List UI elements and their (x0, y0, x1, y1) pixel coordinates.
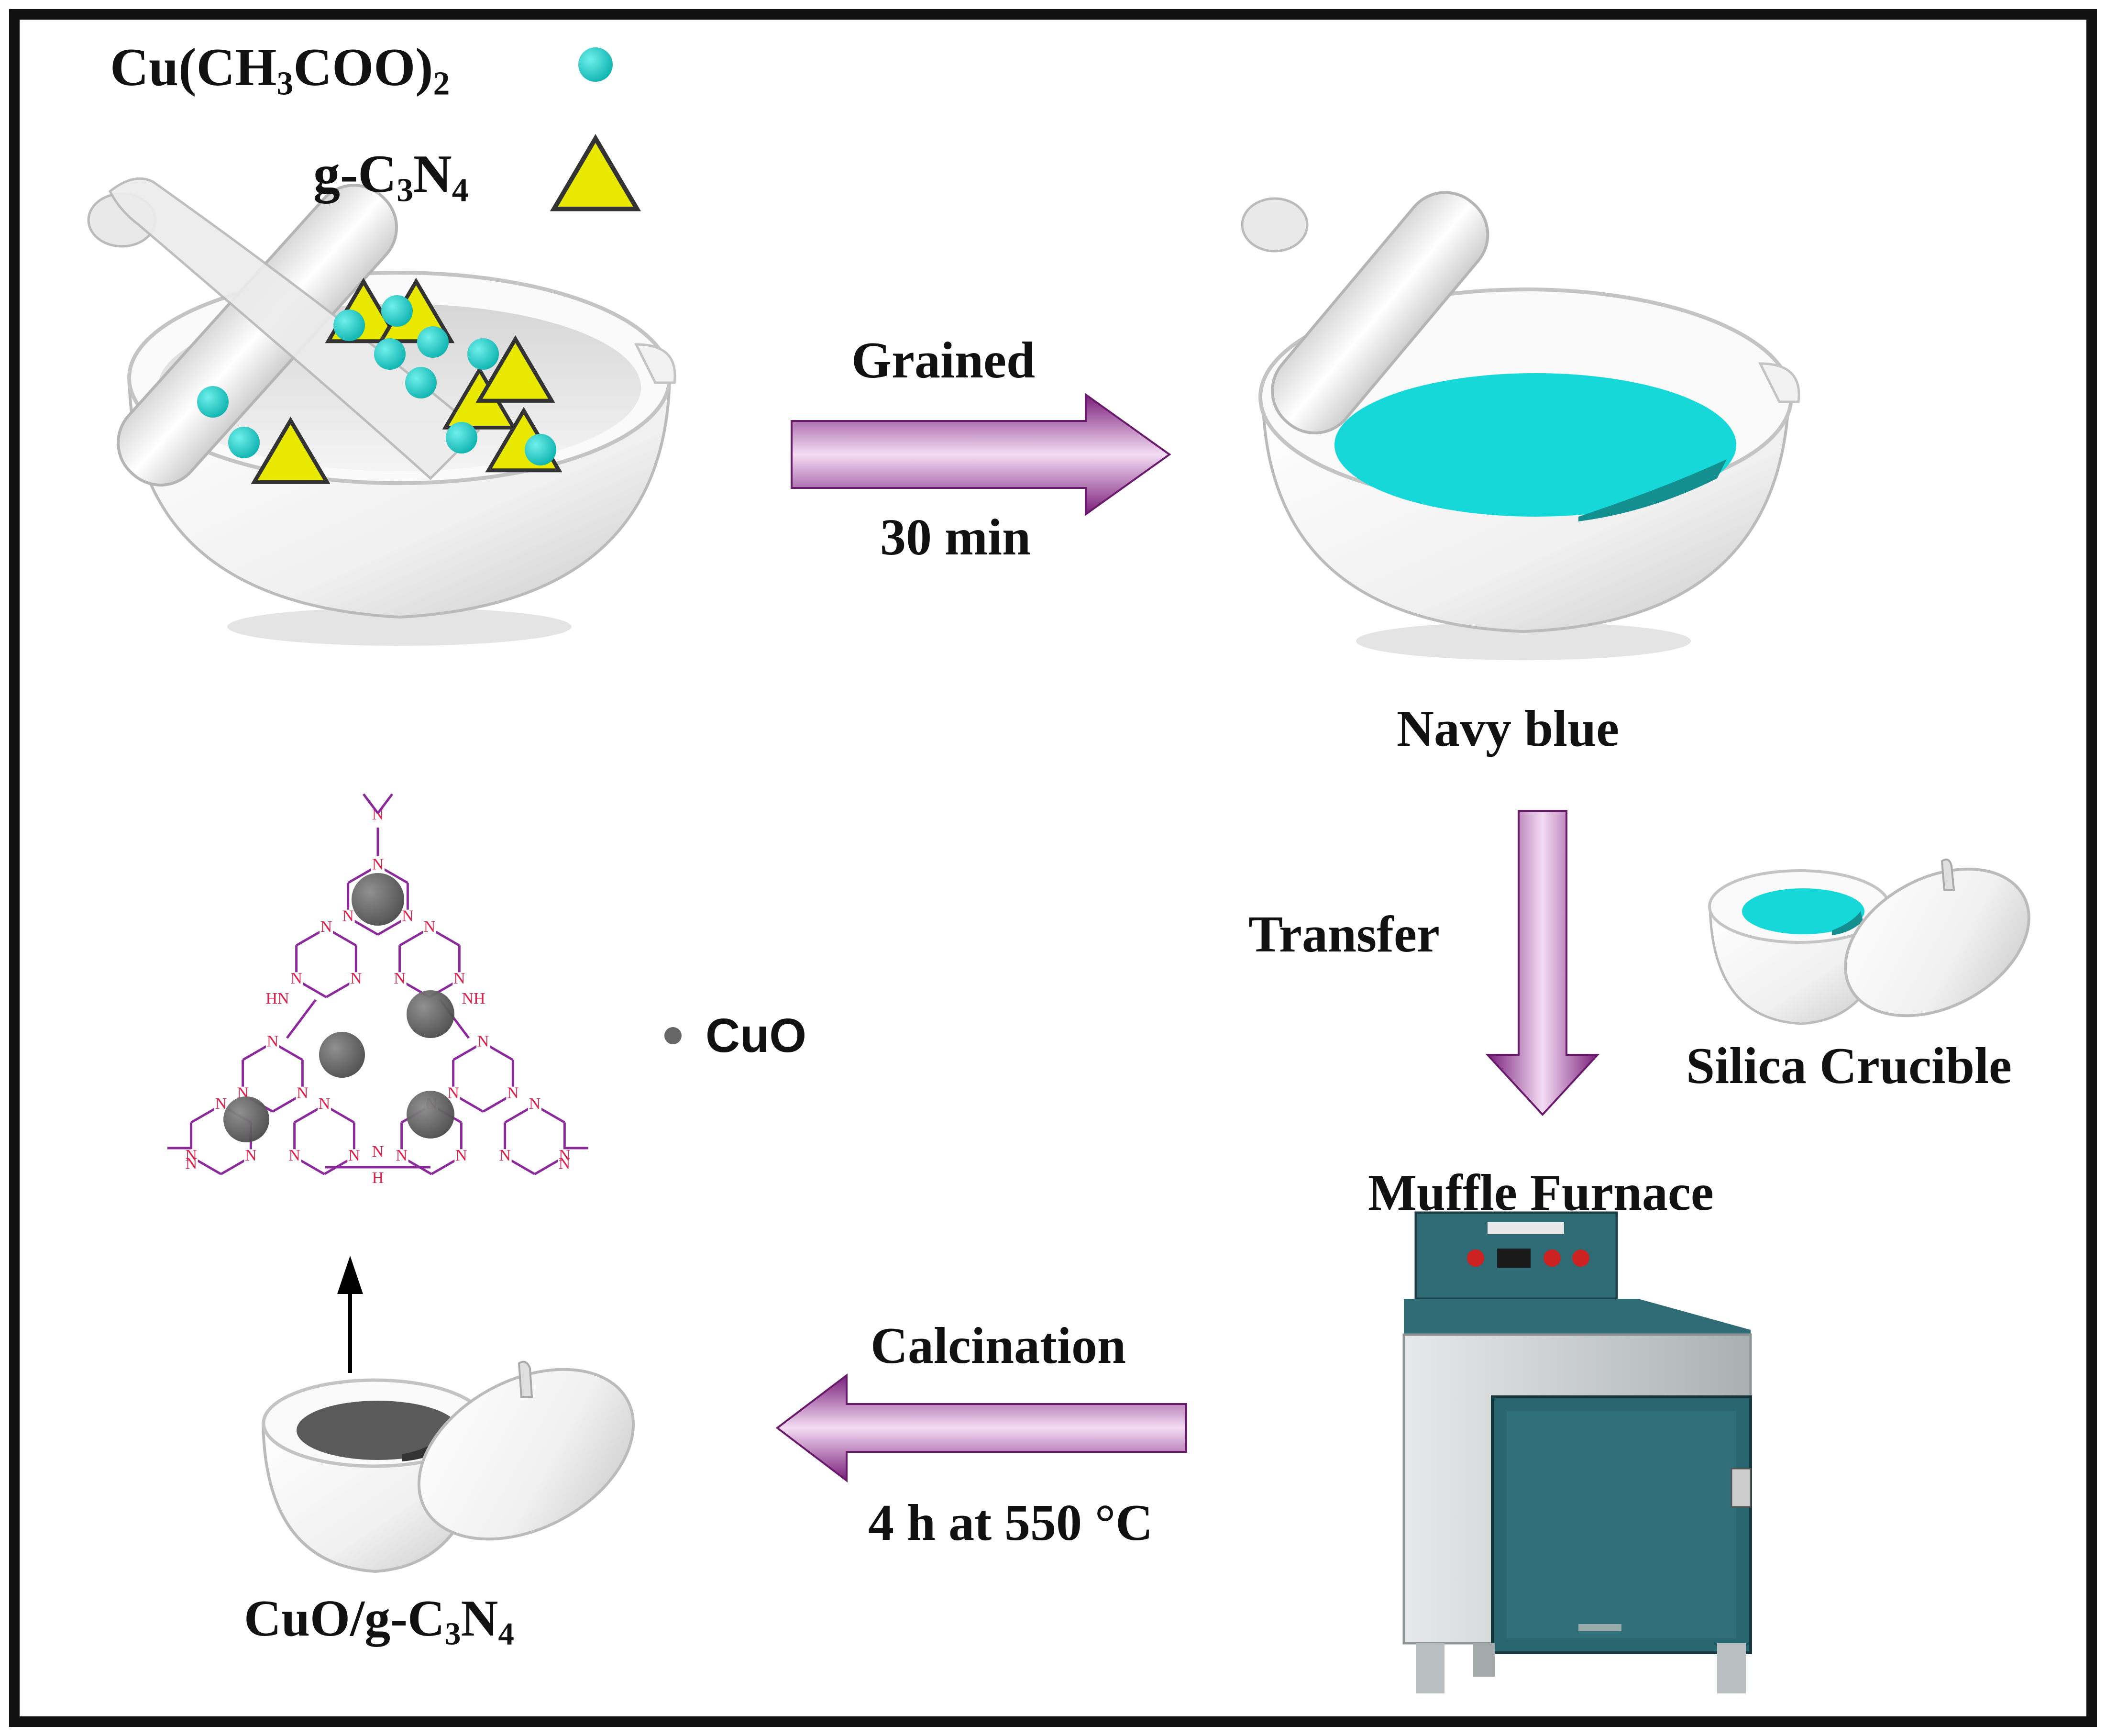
navy-blue-liquid (1334, 373, 1736, 517)
unit2-ring-a-nitrogen: N (477, 1032, 489, 1050)
unit2-ring-b-nitrogen: N (455, 1147, 467, 1164)
label-backdrop (401, 909, 415, 925)
unit1-ring-c-nitrogen: N (348, 1147, 360, 1164)
unit0-ring-b-nitrogen: N (350, 970, 362, 987)
cuo-legend-label: CuO (706, 1009, 807, 1062)
cuo-legend-dot (664, 1027, 682, 1044)
unit1-ring-b-nitrogen: N (215, 1095, 227, 1113)
unit2-ring-a-nitrogen: N (447, 1084, 459, 1102)
unit0-ring-b-nitrogen: N (290, 970, 302, 987)
unit2-ring-a-nitrogen: N (507, 1084, 519, 1102)
bridge-n: N (372, 1143, 384, 1161)
navy-blue-label: Navy blue (1397, 700, 1620, 757)
precursor-particles (197, 282, 559, 482)
terminal-bond (377, 793, 393, 814)
gcn-structure: NNNNNNNNNNNNNNNNNNNNNNNNNNNHNNHNHNNN (167, 793, 588, 1187)
label-backdrop (184, 1149, 198, 1165)
bridge-nh: HN (265, 990, 289, 1007)
label-backdrop (476, 1035, 490, 1050)
label-backdrop (558, 1149, 572, 1165)
unit1-ring-c-nitrogen: N (319, 1095, 331, 1113)
label-backdrop (341, 909, 355, 925)
label-backdrop (393, 972, 407, 988)
unit0-ring-b-nitrogen: N (320, 918, 332, 936)
label-backdrop (454, 1149, 468, 1165)
cuo-particle (407, 990, 454, 1038)
muffle-furnace-label: Muffle Furnace (1368, 1164, 1714, 1221)
label-backdrop (347, 1149, 361, 1165)
terminal-n: N (559, 1155, 571, 1172)
muffle-furnace-icon (1402, 1211, 1752, 1693)
calcination-conditions-label: 4 h at 550 °C (868, 1494, 1153, 1551)
unit1-ring-a-nitrogen: N (297, 1084, 309, 1102)
unit1-ring-a-nitrogen: N (267, 1032, 279, 1050)
calcination-label: Calcination (871, 1317, 1126, 1374)
grained-arrow (791, 393, 1171, 516)
label-backdrop (452, 972, 466, 988)
unit1-ring-c-nitrogen: N (288, 1147, 300, 1164)
product-label: CuO/g-C3N4 (244, 1590, 514, 1652)
unit0-ring-a-nitrogen: N (342, 907, 354, 925)
unit0-ring-c-nitrogen: N (394, 970, 406, 987)
unit1-ring-b-nitrogen: N (245, 1147, 257, 1164)
cu-acetate-legend-dot (578, 47, 613, 82)
unit2-ring-c-nitrogen: N (559, 1147, 571, 1164)
label-backdrop (395, 1149, 408, 1165)
grind-time-label: 30 min (880, 509, 1031, 566)
bridge-bond (286, 999, 317, 1039)
gcn-legend-label: g-C3N4 (313, 144, 469, 209)
cuo-particle (319, 1032, 365, 1078)
unit2-ring-b-nitrogen: N (396, 1147, 408, 1164)
label-backdrop (528, 1097, 541, 1113)
unit1-ring-b-nitrogen: N (185, 1147, 197, 1164)
terminal-bond (363, 793, 379, 814)
mortar-1-icon (87, 177, 676, 646)
transfer-arrow (1485, 810, 1600, 1116)
silica-crucible-icon (1708, 858, 2030, 1025)
label-backdrop (266, 1035, 279, 1050)
transfer-label: Transfer (1248, 906, 1440, 963)
label-backdrop (498, 1149, 512, 1165)
label-backdrop (371, 858, 385, 874)
unit2-ring-c-nitrogen: N (499, 1147, 511, 1164)
mortar-2-icon (1241, 191, 1800, 660)
calcination-arrow (775, 1373, 1187, 1483)
label-backdrop (318, 1097, 331, 1113)
label-backdrop (287, 1149, 301, 1165)
outer-frame (9, 9, 2097, 1727)
terminal-n: N (186, 1155, 198, 1172)
label-backdrop (506, 1086, 520, 1102)
unit0-ring-a-nitrogen: N (372, 855, 384, 873)
bridge-h: H (372, 1169, 384, 1187)
silica-crucible-label: Silica Crucible (1686, 1038, 2012, 1095)
label-backdrop (296, 1086, 309, 1102)
label-backdrop (289, 972, 303, 988)
label-backdrop (244, 1149, 258, 1165)
unit0-ring-a-nitrogen: N (402, 907, 414, 925)
unit2-ring-c-nitrogen: N (529, 1095, 541, 1113)
bridge-nh: NH (462, 990, 485, 1007)
cu-acetate-legend-label: Cu(CH3COO)2 (110, 38, 450, 102)
grained-label: Grained (851, 332, 1036, 389)
unit0-ring-c-nitrogen: N (424, 918, 436, 936)
product-crucible-icon (261, 1360, 635, 1573)
label-backdrop (423, 920, 436, 936)
gcn-legend-triangle (554, 138, 637, 209)
unit0-ring-c-nitrogen: N (453, 970, 465, 987)
cuo-particle (407, 1091, 454, 1139)
label-backdrop (320, 920, 333, 936)
cuo-particle (352, 873, 404, 926)
cuo-particle (223, 1096, 269, 1142)
label-backdrop (349, 972, 363, 988)
